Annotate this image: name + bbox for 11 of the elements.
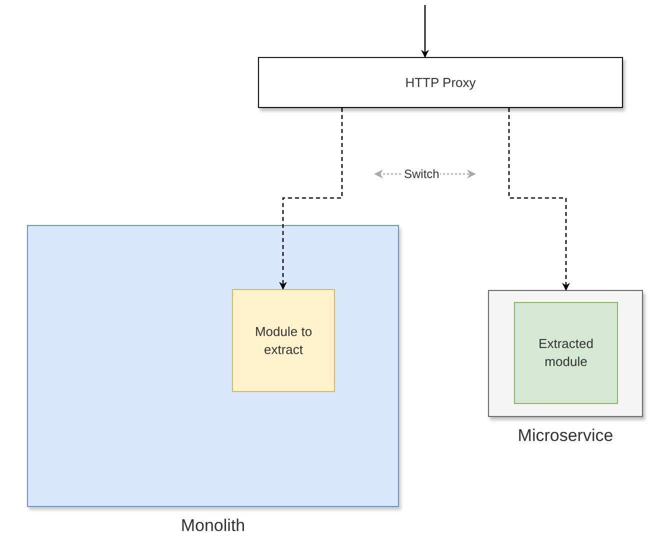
container-label: Microservice <box>516 426 614 446</box>
module-box <box>514 302 618 404</box>
node-label: Module to extract <box>254 322 314 358</box>
module-box <box>232 289 335 392</box>
dashed-arrow <box>508 108 570 291</box>
container-label: Monolith <box>180 516 246 536</box>
node-label: Extracted module <box>538 335 594 371</box>
node-label: HTTP Proxy <box>405 74 476 92</box>
dashed-arrow <box>279 108 343 290</box>
arrow <box>421 5 429 58</box>
proxy-box <box>258 57 623 108</box>
